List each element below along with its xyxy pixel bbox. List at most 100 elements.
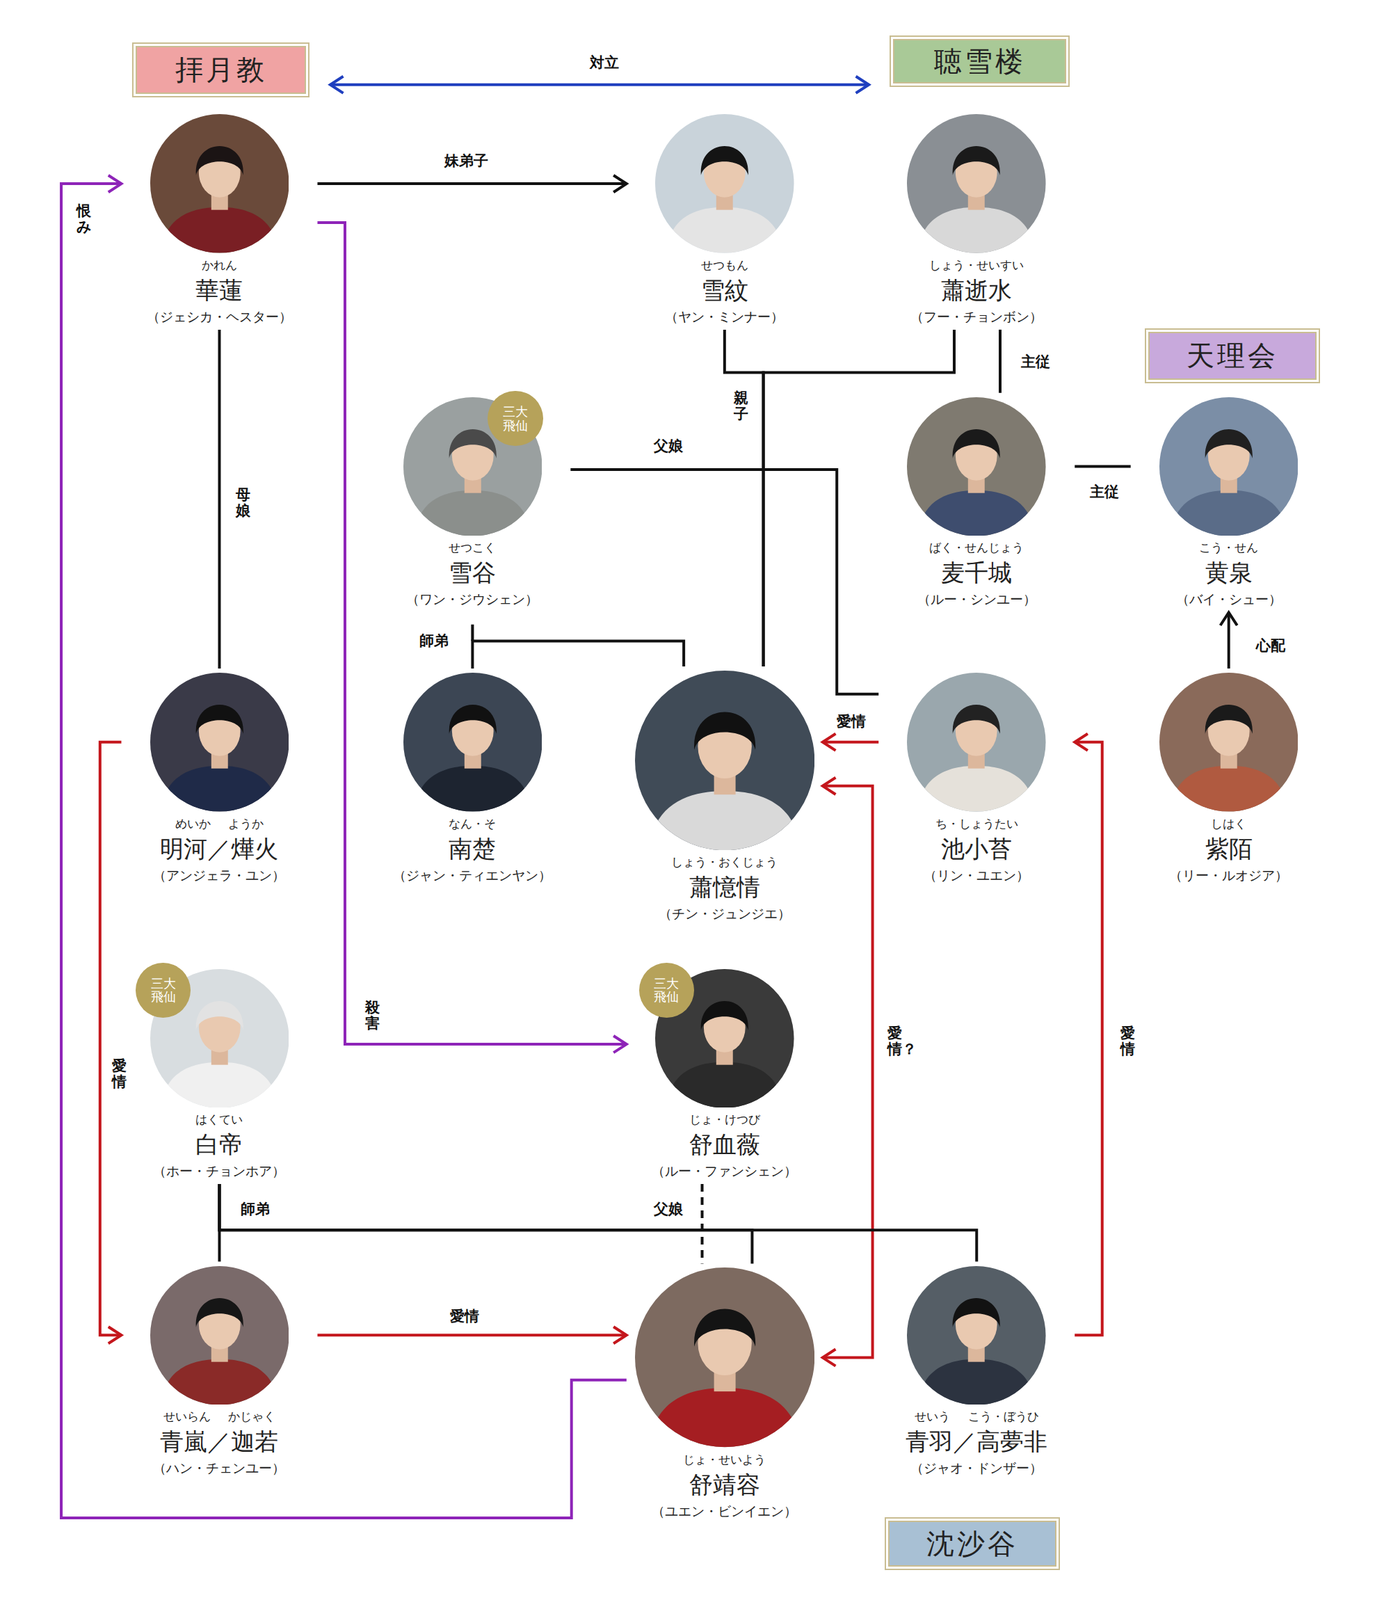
relation-line — [317, 222, 626, 1044]
character-node: しはく紫陌（リー・ルオジア） — [1135, 672, 1323, 884]
relation-connector — [219, 1183, 977, 1261]
region-fill — [125, 948, 1074, 1541]
portrait-hair — [694, 711, 756, 750]
name-reading: しはく — [1210, 815, 1247, 832]
relation-connector — [317, 222, 626, 1052]
portrait — [403, 672, 543, 812]
badge-text: 三大 飛仙 — [502, 404, 529, 433]
region-fill — [897, 354, 1074, 628]
relation-label: 父娘 — [653, 1200, 683, 1218]
relation-line — [219, 1183, 752, 1264]
actor-name: （ジャオ・ドンザー） — [910, 1458, 1043, 1477]
portrait-hair — [195, 1297, 243, 1327]
portrait-figure — [648, 711, 800, 850]
character-node: ばく・せんじょう麦千城（ルー・シンユー） — [882, 397, 1071, 609]
relation-line — [822, 740, 879, 744]
portrait-ground — [403, 672, 543, 812]
portrait-hair — [195, 1000, 243, 1030]
portrait — [150, 1265, 290, 1405]
portrait — [655, 114, 795, 254]
relation-label: 親子 — [733, 390, 749, 423]
relation-label: 父娘 — [653, 437, 683, 455]
arrow-head — [330, 77, 343, 93]
relation-label: 対立 — [589, 54, 619, 72]
character-node: しょう・せいすい蕭逝水（フー・チョンボン） — [882, 114, 1071, 326]
actor-name: （ワン・ジウシェン） — [406, 589, 539, 608]
portrait-ground — [655, 114, 795, 254]
group-region: 拝月教かれん華蓮（ジェシカ・ヘスター）めいか ようか明河／燁火（アンジェラ・ユン… — [125, 73, 316, 919]
actor-name: （アンジェラ・ユン） — [153, 865, 286, 884]
relation-connector — [219, 329, 220, 669]
portrait-ground — [906, 1265, 1047, 1405]
character-name: 舒靖容 — [689, 1470, 761, 1498]
portrait-ground — [634, 1267, 815, 1447]
relation-line — [100, 742, 122, 1336]
arrow-head — [614, 1036, 627, 1052]
badge-text: 三大 飛仙 — [150, 976, 177, 1005]
portrait — [906, 114, 1047, 254]
region-fill — [125, 73, 316, 919]
portrait-ground — [403, 397, 543, 537]
relation-connector — [1074, 734, 1103, 1336]
actor-name: （バイ・シュー） — [1176, 589, 1282, 608]
arrow-head — [856, 77, 869, 93]
arrow-head — [822, 1349, 835, 1366]
actor-name: （ヤン・ミンナー） — [664, 307, 784, 326]
portrait-hair — [701, 146, 749, 176]
relation-line — [472, 640, 684, 668]
name-reading: めいか ようか — [175, 815, 265, 832]
portrait-figure — [666, 146, 784, 254]
badge-circle: 三大 飛仙 — [135, 962, 191, 1018]
relation-label: 愛情？ — [887, 1025, 903, 1058]
portrait-figure — [1170, 429, 1288, 537]
portrait-hair — [952, 1297, 1001, 1327]
character-name: 青嵐／迦若 — [159, 1427, 279, 1455]
character-name: 明河／燁火 — [159, 835, 279, 862]
character-node: かれん華蓮（ジェシカ・ヘスター） — [125, 114, 313, 326]
portrait-hair — [1205, 704, 1253, 734]
character-node: せいう こう・ぼうひ青羽／高夢非（ジャオ・ドンザー） — [882, 1265, 1071, 1478]
relation-line — [1227, 612, 1231, 669]
relation-connector — [219, 1183, 752, 1264]
portrait-ground — [1159, 397, 1299, 537]
character-node: ち・しょうたい池小苔（リン・ユエン） — [882, 672, 1071, 884]
portrait-figure — [161, 1000, 279, 1108]
relation-connector — [100, 742, 122, 1344]
character-node: しょう・おくじょう蕭憶情（チン・ジュンジエ） — [630, 670, 819, 923]
portrait-hair — [448, 429, 496, 459]
portrait-figure — [918, 1297, 1035, 1405]
relation-label: 恨み — [76, 203, 92, 236]
portrait-body — [666, 207, 784, 254]
portrait-ground — [906, 114, 1047, 254]
name-reading: せつもん — [701, 257, 749, 273]
portrait-body — [414, 489, 532, 536]
region-title: 天理会 — [1186, 336, 1279, 375]
portrait-figure — [648, 1308, 800, 1448]
portrait-body — [1170, 765, 1288, 812]
region-title: 拝月教 — [175, 50, 268, 90]
portrait-body — [414, 765, 532, 812]
actor-name: （ルー・シンユー） — [917, 589, 1037, 608]
portrait-figure — [918, 429, 1035, 537]
portrait-ground — [150, 114, 290, 254]
portrait-body — [161, 207, 279, 254]
group-region: 沈沙谷はくてい白帝（ホー・チョンホア）三大 飛仙せいらん かじゃく青嵐／迦若（ハ… — [125, 949, 1074, 1542]
portrait-hair — [1205, 429, 1253, 459]
character-name: 麦千城 — [941, 559, 1012, 586]
relation-line — [317, 182, 626, 186]
actor-name: （ユエン・ビンイエン） — [651, 1501, 798, 1520]
relation-label: 殺害 — [365, 999, 380, 1032]
portrait-figure — [161, 1297, 279, 1405]
relation-label: 妹弟子 — [444, 152, 489, 170]
relation-label: 師弟 — [240, 1200, 270, 1218]
name-reading: しょう・おくじょう — [671, 854, 778, 870]
portrait-figure — [666, 1000, 784, 1108]
portrait-hair — [701, 1000, 749, 1030]
name-reading: なん・そ — [448, 815, 496, 832]
region-tab: 拝月教 — [135, 45, 307, 94]
relation-label: 主従 — [1089, 483, 1120, 501]
bracket-stub — [470, 624, 474, 641]
arrow-head — [109, 1327, 122, 1343]
relation-label: 心配 — [1256, 637, 1286, 655]
portrait-body — [918, 207, 1035, 254]
